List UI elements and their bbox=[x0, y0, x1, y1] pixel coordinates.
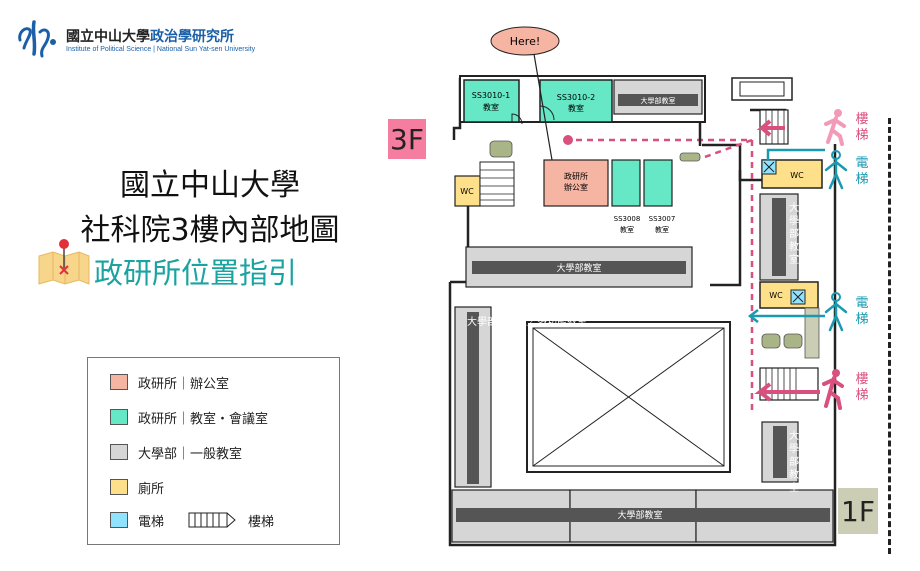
office-label-2: 辦公室 bbox=[564, 182, 588, 192]
outer-boundary-line bbox=[888, 118, 891, 554]
ss3010-1-label: 教室 bbox=[483, 102, 499, 112]
current-location-dot bbox=[563, 135, 573, 145]
ss3008-code: SS3008 bbox=[614, 215, 641, 223]
ss3010-2-label: 教室 bbox=[568, 103, 584, 113]
map-pin-icon bbox=[37, 238, 93, 288]
office-label-1: 政研所 bbox=[564, 171, 588, 181]
stairs-left bbox=[479, 161, 515, 207]
floor-plan: SS3010-1 教室 SS3010-2 教室 大學部教室 Here! WC 政… bbox=[448, 26, 837, 547]
here-bubble bbox=[490, 26, 560, 56]
wc-left-label: WC bbox=[460, 187, 474, 196]
restroom-right-mid bbox=[759, 281, 819, 309]
room-undergrad-bottom bbox=[456, 508, 830, 522]
person-icon-elevator-mid bbox=[824, 292, 848, 332]
title-line-2: 社科院3樓內部地圖 bbox=[80, 213, 340, 248]
walking-person-icon-bottom bbox=[822, 369, 844, 410]
legend: 政研所｜辦公室 政研所｜教室・會議室 大學部｜一般教室 廁所 電梯 樓梯 bbox=[87, 357, 340, 545]
ss3008-label: 教室 bbox=[620, 225, 634, 234]
logo: 國立中山大學政治學研究所 Institute of Political Scie… bbox=[14, 18, 274, 60]
here-label: Here! bbox=[510, 35, 541, 48]
undergrad-bottom-label: 大學部教室 bbox=[617, 509, 662, 521]
walking-person-icon-top bbox=[824, 109, 846, 146]
undergrad-top-label: 大學部教室 bbox=[641, 96, 676, 105]
room-ss3010-1 bbox=[463, 79, 520, 123]
wc-right-top-label: WC bbox=[790, 171, 804, 180]
legend-item-classroom: 政研所｜教室・會議室 bbox=[110, 408, 268, 427]
person-icon-elevator-top bbox=[824, 150, 848, 190]
undergrad-left-label: 大學部辦公室／多功能教室 bbox=[467, 316, 587, 329]
side-label-stairs-top: 樓梯 bbox=[855, 112, 869, 143]
floor-tag-1f: 1F bbox=[838, 488, 878, 534]
legend-item-undergrad: 大學部｜一般教室 bbox=[110, 443, 242, 462]
room-ss3008 bbox=[611, 159, 641, 207]
legend-stairs-label: 樓梯 bbox=[248, 515, 275, 530]
logo-subtitle: Institute of Political Science | Nationa… bbox=[66, 46, 256, 53]
room-office bbox=[543, 159, 609, 207]
ss3007-code: SS3007 bbox=[649, 215, 676, 223]
logo-mark-icon bbox=[18, 20, 56, 58]
legend-item-elevator: 電梯 bbox=[110, 511, 164, 530]
logo-title: 國立中山大學政治學研究所 bbox=[66, 29, 234, 45]
title-line-1: 國立中山大學 bbox=[120, 168, 300, 203]
legend-item-office: 政研所｜辦公室 bbox=[110, 373, 229, 392]
stairs-icon bbox=[188, 512, 236, 528]
side-label-elevator-mid: 電梯 bbox=[855, 296, 869, 327]
title-line-3: 政研所位置指引 bbox=[94, 256, 298, 290]
table-group-top bbox=[489, 140, 513, 158]
legend-item-restroom: 廁所 bbox=[110, 478, 164, 497]
floor-tag-3f: 3F bbox=[388, 119, 426, 159]
side-label-elevator-top: 電梯 bbox=[855, 156, 869, 187]
wc-right-mid-label: WC bbox=[769, 291, 783, 300]
undergrad-mid-label: 大學部教室 bbox=[556, 262, 601, 274]
ss3007-label: 教室 bbox=[655, 225, 669, 234]
ss3010-1-code: SS3010-1 bbox=[472, 91, 511, 100]
undergrad-right-bottom-label: 大學部教室 bbox=[789, 431, 799, 494]
undergrad-right-top-label: 大學部教室 bbox=[789, 203, 799, 266]
room-ss3010-2 bbox=[539, 79, 613, 123]
side-label-stairs-bottom: 樓梯 bbox=[855, 372, 869, 403]
room-ss3007 bbox=[643, 159, 673, 207]
ss3010-2-code: SS3010-2 bbox=[557, 93, 596, 102]
